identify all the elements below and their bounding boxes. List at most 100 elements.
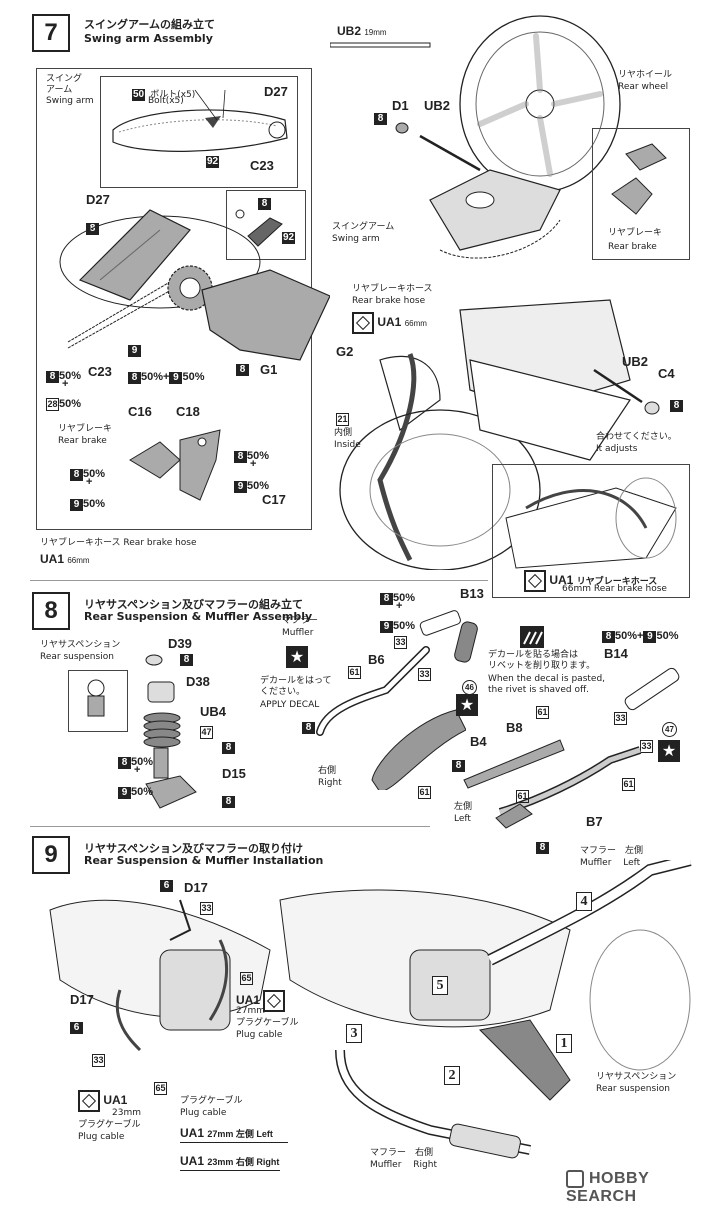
color-code: 6 xyxy=(70,1022,83,1034)
screw-detail-drawing xyxy=(235,209,283,247)
color-code: 65 xyxy=(240,972,253,985)
rear-susp-jp: リヤサスペンション xyxy=(40,640,121,650)
ub2-bolt-drawing xyxy=(330,42,431,48)
step-number: 9 xyxy=(32,836,70,874)
decal-en: APPLY DECAL xyxy=(260,700,320,710)
part-label: UA1 xyxy=(549,573,574,588)
color-code: 8 xyxy=(380,593,393,605)
color-code: 61 xyxy=(516,790,529,803)
step-marker-1: 1 xyxy=(556,1034,572,1053)
part-size: 19mm xyxy=(364,28,387,37)
muffler-en: Muffler xyxy=(282,628,314,638)
adjust-jp: 合わせてください。 xyxy=(596,432,677,442)
muffler-left-en: Muffler Left xyxy=(580,858,641,868)
susp-detail-drawing xyxy=(87,679,105,717)
swingarm-label-en: Swing arm xyxy=(46,96,94,106)
hose-detail-drawing xyxy=(505,477,677,569)
rivet-en: When the decal is pasted, the rivet is s… xyxy=(488,674,606,695)
ratio-pct: 50%+ xyxy=(141,371,170,383)
decal-star-icon: ★ xyxy=(286,646,308,668)
part-c23: C23 xyxy=(88,364,112,379)
part-size: 66mm xyxy=(67,556,90,565)
color-code: 9 xyxy=(70,499,83,511)
part-label: UA1 xyxy=(180,1154,205,1168)
step-title-en: Rear Suspension & Muffler Installation xyxy=(84,854,324,867)
bolt-label-jp: ボルト(x5) xyxy=(150,90,196,100)
hose-detail-frame xyxy=(492,464,690,598)
decal-jp: デカールをはって ください。 xyxy=(260,676,332,697)
color-code: 8 xyxy=(222,796,235,808)
hose-label-jp: リヤブレーキホース xyxy=(576,576,658,587)
muffler-right-jp: マフラー 右側 xyxy=(370,1148,434,1158)
rear-brake-drawing xyxy=(129,429,221,501)
ua1-diamond-icon xyxy=(78,1090,100,1112)
ratio-pct: 50% xyxy=(131,756,154,768)
ua1-length-label: 27mm 左側 Left xyxy=(207,1129,273,1139)
hose-label-en: 66mm Rear brake hose xyxy=(562,584,667,594)
ratio-pct: 50%+ xyxy=(615,630,644,642)
color-code: 9 xyxy=(234,481,247,493)
color-code: 33 xyxy=(640,740,653,753)
part-size: 66mm xyxy=(404,319,427,329)
color-code: 8 xyxy=(118,757,131,769)
part-b7: B7 xyxy=(586,814,603,829)
step-title-en: Swing arm Assembly xyxy=(84,32,213,45)
step-marker-3: 3 xyxy=(346,1024,362,1043)
ua1-diamond-icon xyxy=(352,312,374,334)
swingarm-detail-drawing xyxy=(112,89,288,152)
part-d39: D39 xyxy=(168,636,192,651)
muffler-jp: マフラー xyxy=(282,616,319,626)
color-code: 9 xyxy=(128,345,141,357)
adjust-en: It adjusts xyxy=(596,444,638,454)
muffler-left-drawing xyxy=(463,739,642,829)
rear-susp-en: Rear suspension xyxy=(596,1084,670,1094)
part-label: UA1 xyxy=(180,1126,205,1140)
part-d38: D38 xyxy=(186,674,210,689)
rear-susp-en: Rear suspension xyxy=(40,652,114,662)
ratio-pct: 50% xyxy=(83,498,106,510)
color-code: 8 xyxy=(180,654,193,666)
part-c4: C4 xyxy=(658,366,675,381)
cable-line xyxy=(180,1170,280,1171)
color-code: 8 xyxy=(670,400,683,412)
part-c18: C18 xyxy=(176,404,200,419)
rear-brake-detail-frame xyxy=(592,128,690,260)
plug-b-jp: プラグケーブル xyxy=(78,1120,141,1130)
color-code: 8 xyxy=(302,722,315,734)
rear-wheel-jp: リヤホイール xyxy=(618,70,673,80)
muffler-right-en: Muffler Right xyxy=(370,1160,437,1170)
part-ub2: UB2 xyxy=(424,98,451,113)
color-code: 65 xyxy=(154,1082,167,1095)
part-ub4: UB4 xyxy=(200,704,227,719)
right-en: Right xyxy=(318,778,342,788)
color-code: 8 xyxy=(46,371,59,383)
watermark-icon xyxy=(566,1170,584,1188)
color-code: 47 xyxy=(200,726,213,739)
susp-detail-frame xyxy=(68,670,128,732)
color-code: 33 xyxy=(92,1054,105,1067)
step-marker-5: 5 xyxy=(432,976,448,995)
part-d27: D27 xyxy=(264,84,288,99)
color-code: 8 xyxy=(536,842,549,854)
color-code: 50 xyxy=(132,89,146,101)
right-jp: 右側 xyxy=(318,766,337,776)
plug-b-en: Plug cable xyxy=(78,1132,125,1142)
rivet-jp: デカールを貼る場合は リベットを削り取ります。 xyxy=(488,650,596,671)
rear-brake-en: Rear brake xyxy=(58,436,107,446)
engine-right-drawing xyxy=(279,860,692,1159)
section-divider xyxy=(30,826,430,827)
rbh-jp: リヤブレーキホース xyxy=(352,284,433,294)
part-label: UA1 xyxy=(377,315,402,330)
ua1-callout-23: UA1 xyxy=(78,1090,127,1112)
rear-brake-detail-drawing xyxy=(611,143,667,215)
color-code: 8 xyxy=(236,364,249,376)
ratio-pct: 50% xyxy=(393,592,416,604)
screw-detail-frame xyxy=(226,190,306,260)
color-code: 61 xyxy=(418,786,431,799)
